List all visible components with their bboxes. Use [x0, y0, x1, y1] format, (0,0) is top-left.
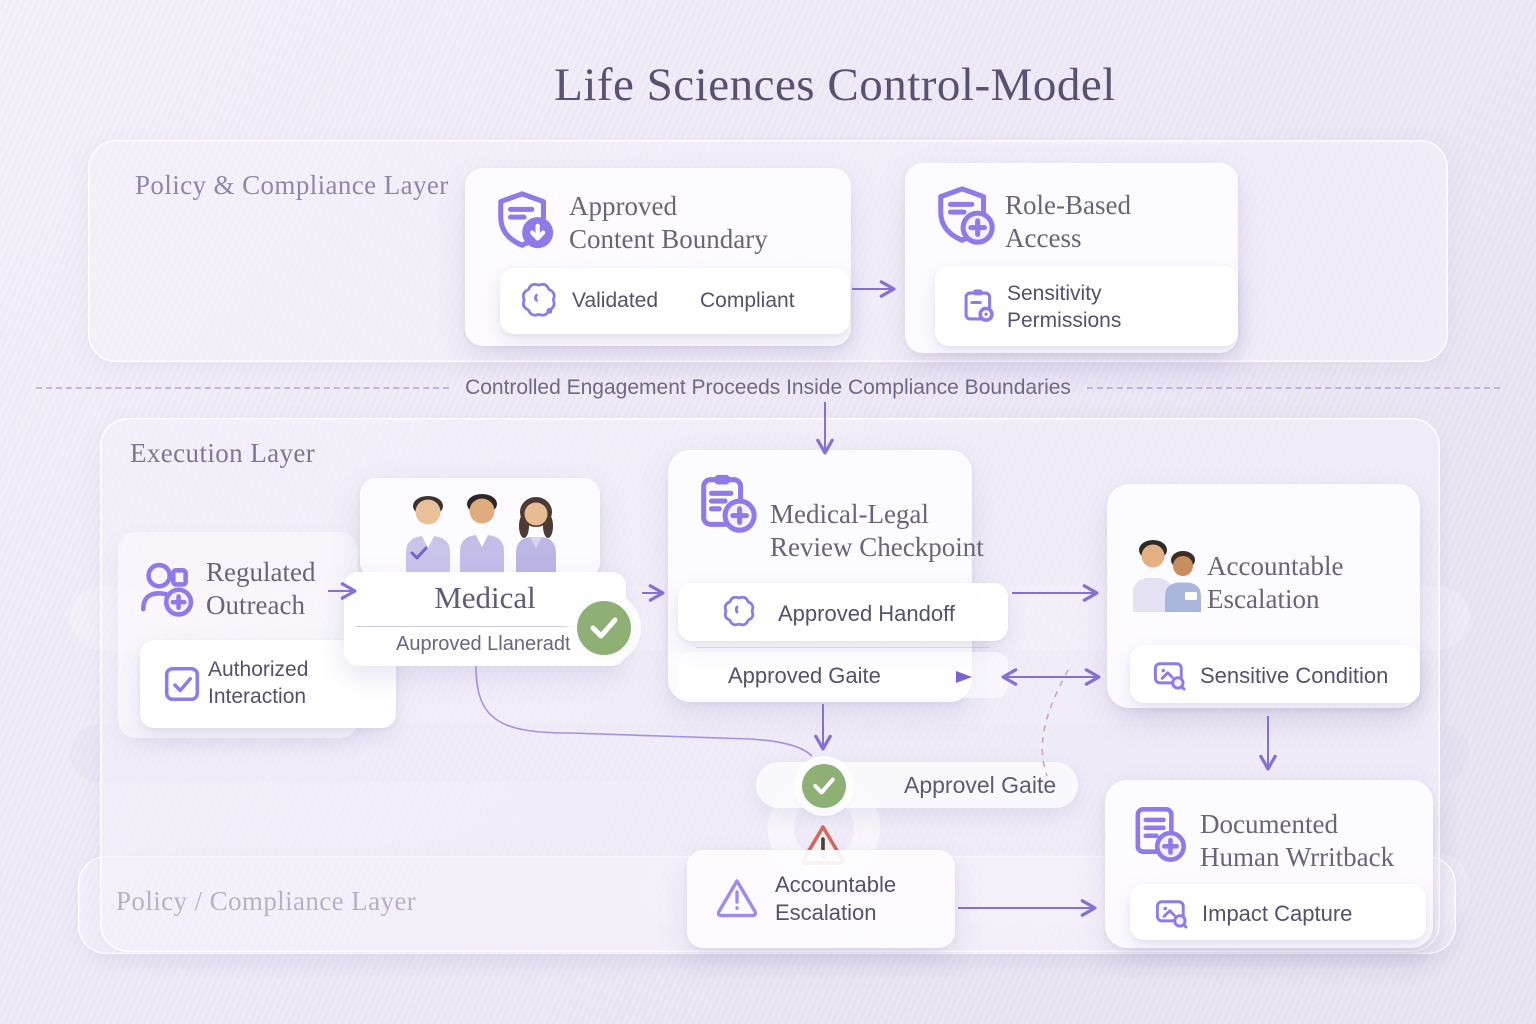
- sensitive-condition-label: Sensitive Condition: [1200, 663, 1389, 688]
- approved-handoff-label: Approved Handoff: [778, 601, 955, 626]
- authorized-interaction-subcard: Authorized Interaction: [140, 640, 396, 728]
- divider-dash-right: [1086, 387, 1500, 389]
- sensitivity-permissions-subcard: Sensitivity Permissions: [935, 266, 1238, 346]
- validated-label: Validated: [572, 289, 659, 312]
- person-plus-icon: [138, 558, 198, 618]
- shield-plus-icon: [933, 183, 999, 249]
- impact-capture-subcard: Impact Capture: [1130, 884, 1426, 940]
- clipboard-plus-icon: [694, 470, 760, 536]
- execution-layer-label: Execution Layer: [130, 438, 316, 468]
- medical-divider: [356, 626, 594, 627]
- impact-capture-icon: [1154, 895, 1190, 931]
- sensitive-condition-subcard: Sensitive Condition: [1130, 645, 1420, 703]
- role-based-access-title: Role-Based Access: [1005, 190, 1131, 254]
- approval-gate-label: Approvel Gaite: [904, 772, 1057, 798]
- medical-approved-check-icon: [577, 601, 631, 655]
- accountable-escalation-title: Accountable Escalation: [1207, 551, 1344, 615]
- sensitivity-permissions-label: Sensitivity Permissions: [1007, 282, 1122, 332]
- page-title: Life Sciences Control-Model: [554, 59, 1116, 111]
- approved-gate-label: Approved Gaite: [728, 663, 881, 688]
- compliance-boundary-divider: Controlled Engagement Proceeds Inside Co…: [0, 374, 1536, 402]
- impact-capture-label: Impact Capture: [1202, 901, 1353, 926]
- escalation-alert-card: Accountable Escalation: [687, 850, 955, 948]
- validation-seal-icon: [522, 283, 560, 321]
- clipboard-permission-icon: [959, 286, 999, 326]
- shield-content-icon: [493, 188, 559, 254]
- document-plus-icon: [1129, 804, 1189, 864]
- alert-triangle-purple-icon: [713, 876, 761, 920]
- photo-search-icon: [1152, 657, 1188, 693]
- compliant-label: Compliant: [700, 289, 795, 312]
- policy-compliance-bottom-label: Policy / Compliance Layer: [116, 886, 417, 916]
- validated-compliant-subcard: Validated Compliant: [500, 268, 850, 334]
- approved-handoff-subcard: Approved Handoff: [678, 583, 1008, 641]
- escalation-alert-label: Accountable Escalation: [775, 872, 897, 926]
- authorized-interaction-label: Authorized Interaction: [208, 658, 309, 708]
- medical-subtitle: Auproved Llaneradt: [396, 633, 571, 655]
- documented-writeback-title: Documented Human Wrritback: [1200, 809, 1395, 873]
- handoff-seal-icon: [724, 596, 758, 630]
- approved-check-icon: [410, 546, 428, 560]
- medical-team-card: [360, 478, 600, 578]
- policy-compliance-layer-label: Policy & Compliance Layer: [135, 170, 449, 200]
- gate-approved-check-icon: [802, 764, 846, 808]
- medical-title: Medical: [434, 580, 536, 615]
- regulated-outreach-title: Regulated Outreach: [206, 557, 316, 621]
- divider-dash-left: [36, 387, 450, 389]
- approved-gate-row: Approved Gaite: [678, 647, 1008, 698]
- divider-label: Controlled Engagement Proceeds Inside Co…: [465, 376, 1071, 399]
- approved-content-boundary-title: Approved Content Boundary: [569, 191, 768, 255]
- gate-row-divider: [696, 647, 990, 648]
- checkbox-check-icon: [162, 664, 202, 704]
- review-checkpoint-title: Medical-Legal Review Checkpoint: [770, 499, 984, 563]
- escalation-team-photo: [1125, 538, 1209, 612]
- medical-team-photo: [398, 490, 566, 574]
